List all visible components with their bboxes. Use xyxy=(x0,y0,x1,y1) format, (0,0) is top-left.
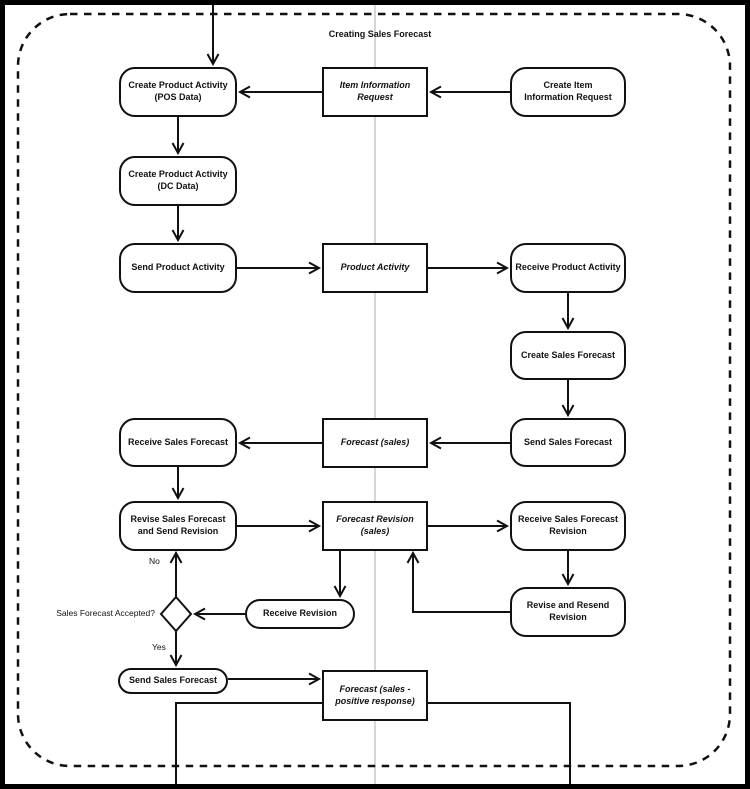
decision-question-label: Sales Forecast Accepted? xyxy=(56,608,155,618)
line-forecast-positive-right-exit xyxy=(428,702,571,784)
node-create-product-activity-dc[interactable]: Create Product Activity (DC Data) xyxy=(119,156,237,206)
diagram-title: Creating Sales Forecast xyxy=(328,29,432,39)
node-receive-product-activity[interactable]: Receive Product Activity xyxy=(510,243,626,293)
decision-yes-label: Yes xyxy=(152,642,166,652)
node-create-product-activity-pos[interactable]: Create Product Activity (POS Data) xyxy=(119,67,237,117)
node-create-sales-forecast[interactable]: Create Sales Forecast xyxy=(510,331,626,380)
node-forecast-revision[interactable]: Forecast Revision (sales) xyxy=(322,501,428,551)
node-revise-sales-forecast[interactable]: Revise Sales Forecast and Send Revision xyxy=(119,501,237,551)
node-send-product-activity[interactable]: Send Product Activity xyxy=(119,243,237,293)
node-receive-sales-forecast-revision[interactable]: Receive Sales Forecast Revision xyxy=(510,501,626,551)
node-send-sales-forecast[interactable]: Send Sales Forecast xyxy=(510,418,626,467)
arrow-revise-resend-to-forecast-revision xyxy=(406,550,510,613)
node-item-information-request[interactable]: Item Information Request xyxy=(322,67,428,117)
node-receive-sales-forecast[interactable]: Receive Sales Forecast xyxy=(119,418,237,467)
node-send-sales-forecast-2[interactable]: Send Sales Forecast xyxy=(118,668,228,694)
node-forecast-sales[interactable]: Forecast (sales) xyxy=(322,418,428,468)
node-product-activity[interactable]: Product Activity xyxy=(322,243,428,293)
node-receive-revision[interactable]: Receive Revision xyxy=(245,599,355,629)
line-forecast-positive-left-exit xyxy=(175,702,322,784)
decision-no-label: No xyxy=(149,556,160,566)
node-create-item-information-request[interactable]: Create Item Information Request xyxy=(510,67,626,117)
connectors xyxy=(169,5,575,784)
node-forecast-sales-positive-response[interactable]: Forecast (sales - positive response) xyxy=(322,670,428,721)
dashed-boundary xyxy=(16,12,732,768)
decision-diamond[interactable] xyxy=(159,595,193,633)
node-revise-and-resend-revision[interactable]: Revise and Resend Revision xyxy=(510,587,626,637)
